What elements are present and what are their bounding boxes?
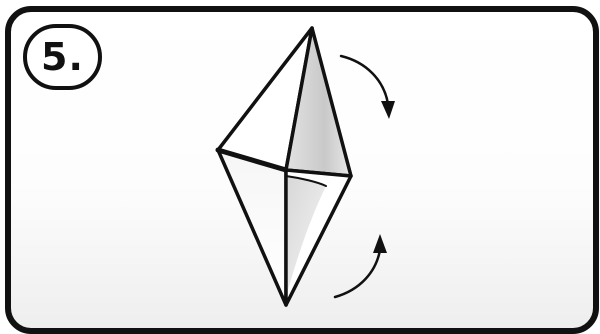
fold-down-arrow [341,56,395,119]
lower-left-face [218,150,286,305]
fold-up-arrow [335,234,387,297]
paper-model [218,28,351,305]
